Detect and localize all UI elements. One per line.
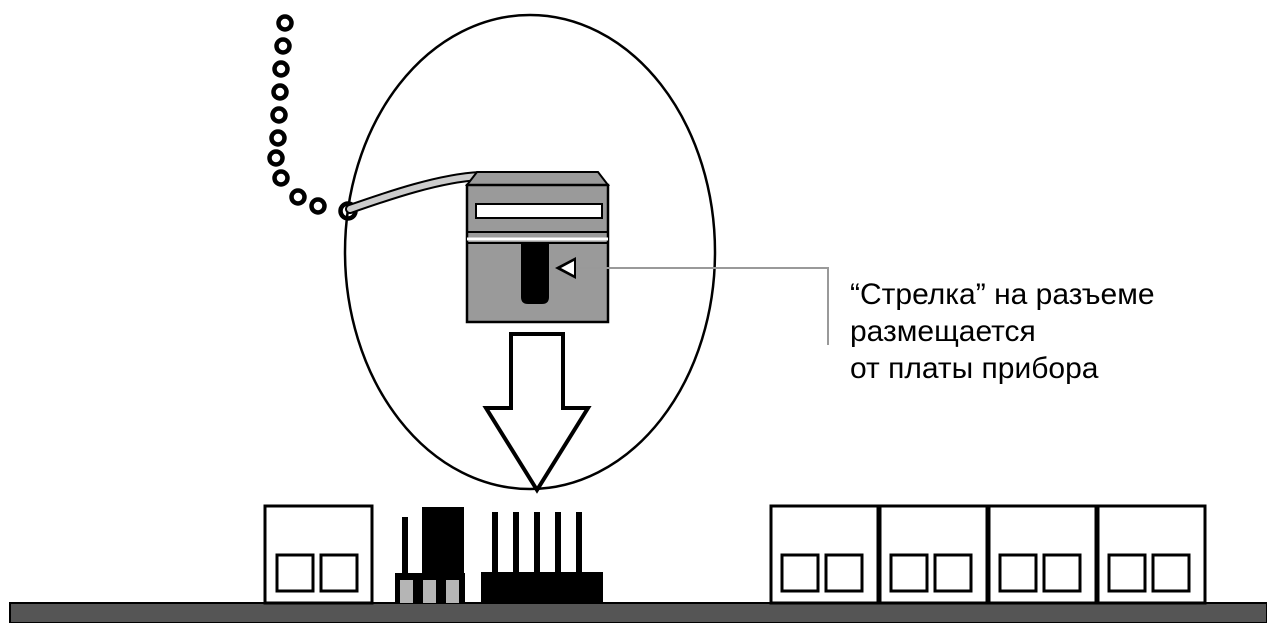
caption-line-1: “Стрелка” на разъеме — [850, 278, 1155, 311]
pointer-arrow-icon — [555, 257, 829, 345]
jumper-header — [395, 507, 465, 603]
connector-key-slot — [521, 244, 549, 304]
connector-zoomed — [464, 171, 611, 324]
caption-text: “Стрелка” на разъеме размещается от плат… — [850, 276, 1155, 387]
cable-wire — [267, 14, 358, 221]
circuit-board — [9, 602, 1267, 623]
zoom-ellipse — [343, 13, 717, 491]
terminal-blocks-right — [769, 504, 1207, 605]
arrow-down-icon — [482, 332, 592, 494]
pin-header-target — [481, 512, 603, 603]
caption-line-2: размещается — [850, 315, 1036, 348]
caption-line-3: от платы прибора — [850, 352, 1099, 385]
terminal-block-left — [263, 504, 374, 605]
